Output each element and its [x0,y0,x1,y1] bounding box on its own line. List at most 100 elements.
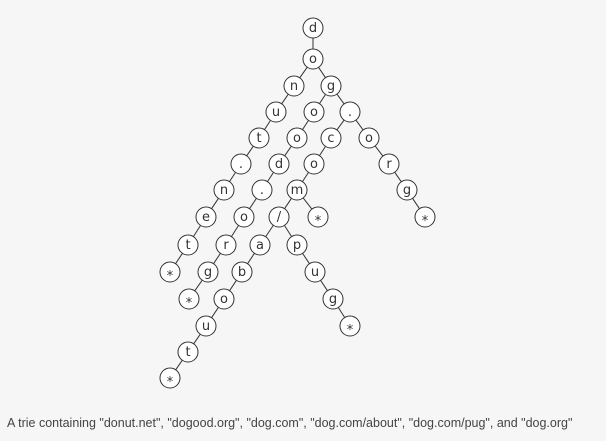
trie-edge [249,198,257,209]
trie-node-circle [248,127,270,149]
trie-edge [193,333,201,345]
trie-node-circle [177,234,199,256]
trie-edge [267,172,274,182]
trie-node: u [304,261,326,283]
trie-node-label: o [310,105,318,120]
trie-terminal-node: * [339,315,361,338]
trie-node-circle [233,206,255,228]
trie-edge [318,67,326,78]
trie-node-label: * [347,323,354,338]
trie-edge [355,119,364,131]
trie-node: g [197,261,219,283]
trie-node: r [215,234,237,256]
trie-node-circle [320,75,342,97]
trie-node-circle [197,261,219,283]
trie-node-label: d [309,21,317,36]
trie-node-circle [195,206,217,228]
trie-edge [299,66,308,79]
trie-edge [211,307,219,318]
trie-node: g [320,75,342,97]
trie-node-circle [177,341,199,363]
trie-node-circle [414,206,436,228]
trie-edge [264,120,271,130]
trie-node-label: . [348,105,352,120]
trie-edge [302,172,309,182]
trie-edge [320,280,328,291]
trie-edge [374,145,384,157]
trie-node: p [286,234,308,256]
trie-node: o [286,127,308,149]
trie-node: d [268,153,290,175]
trie-edge [230,225,240,237]
trie-node-circle [265,101,287,123]
trie-node-circle [320,127,342,149]
trie-node-circle [378,153,400,175]
trie-node-label: o [240,210,248,225]
trie-node-label: b [238,265,246,280]
trie-node-label: e [202,210,210,225]
trie-node-label: o [220,292,228,307]
trie-edge [302,253,310,264]
trie-node: . [251,179,273,201]
trie-node-circle [302,48,324,70]
trie-node-circle [159,367,181,389]
trie-node-circle [249,234,271,256]
trie-node-circle [283,75,305,97]
trie-node: n [213,179,235,201]
trie-node: d [302,17,324,39]
trie-node: u [195,315,217,337]
trie-edge [319,146,326,156]
trie-node-label: n [220,183,228,198]
trie-node-circle [303,101,325,123]
trie-node: r [378,153,400,175]
trie-node-label: g [327,79,335,94]
trie-node: g [396,179,418,201]
trie-node: o [213,288,235,310]
trie-node-circle [339,315,361,337]
trie-edge [284,198,292,209]
trie-node-label: o [309,52,317,67]
trie-node-circle [307,206,329,228]
trie-node-label: u [272,105,280,120]
trie-node-circle [195,315,217,337]
trie-node-label: c [327,131,334,146]
trie-edge [283,225,293,237]
trie-node: t [248,127,270,149]
trie-node-label: . [260,183,264,198]
trie-node-circle [268,153,290,175]
trie-node-circle [396,179,418,201]
trie-node-label: n [290,79,298,94]
trie-node-circle [268,206,290,228]
trie-node-circle [178,288,200,310]
trie-node-label: * [315,214,322,229]
trie-node-label: * [422,214,429,229]
trie-node: o [303,101,325,123]
figure-caption: A trie containing "donut.net", "dogood.o… [7,416,573,430]
trie-edge [337,307,346,318]
trie-node: b [231,261,253,283]
trie-node-label: o [293,131,301,146]
trie-edge [336,93,345,105]
trie-node-label: * [167,375,174,390]
trie-node: u [265,101,287,123]
trie-terminal-node: * [178,288,200,311]
trie-node-circle [213,179,235,201]
trie-edge [192,225,202,237]
trie-node-circle [286,234,308,256]
trie-node-label: m [291,183,304,198]
trie-node-label: o [310,157,318,172]
trie-node-label: g [403,183,411,198]
trie-edge [194,279,203,292]
trie-node-circle [159,261,181,283]
trie-node-label: u [311,265,319,280]
trie-node: / [268,206,290,228]
trie-edge [175,359,183,371]
trie-node: g [322,288,344,310]
trie-terminal-node: * [159,261,181,284]
trie-edges [175,38,420,371]
trie-node-circle [322,288,344,310]
trie-node: c [320,127,342,149]
trie-edge [412,198,420,209]
trie-node-label: d [275,157,283,172]
trie-node: a [249,234,271,256]
